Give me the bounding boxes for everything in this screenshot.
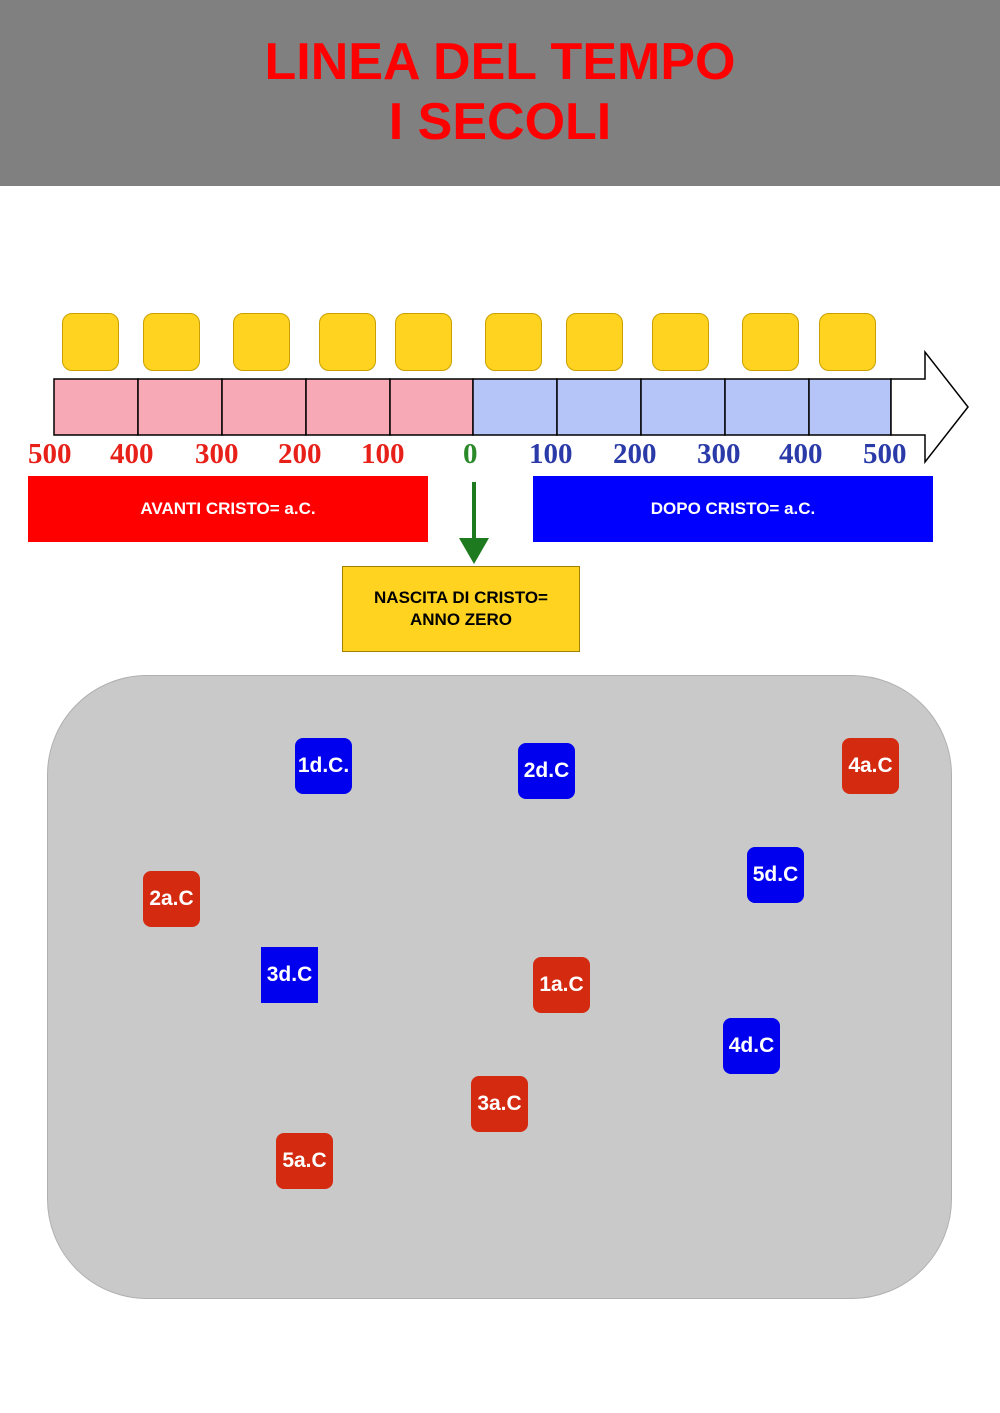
drop-slot-6[interactable]	[485, 313, 542, 371]
card-2dc[interactable]: 2d.C	[518, 743, 575, 799]
card-1dc[interactable]: 1d.C.	[295, 738, 352, 794]
segment-ad-300	[640, 378, 726, 436]
segment-bc-400	[137, 378, 223, 436]
timeline-arrow-head	[890, 349, 969, 465]
card-3ac[interactable]: 3a.C	[471, 1076, 528, 1132]
segment-ad-400	[724, 378, 810, 436]
tick-ad-200: 200	[613, 438, 657, 470]
segment-ad-200	[556, 378, 642, 436]
page-title-line1: LINEA DEL TEMPO	[264, 33, 736, 91]
drop-slot-10[interactable]	[819, 313, 876, 371]
card-2ac[interactable]: 2a.C	[143, 871, 200, 927]
year-zero-pointer-arrow	[459, 482, 489, 564]
era-bc-banner: AVANTI CRISTO= a.C.	[28, 476, 428, 542]
card-4dc[interactable]: 4d.C	[723, 1018, 780, 1074]
segment-bc-100	[389, 378, 474, 436]
tick-ad-100: 100	[529, 438, 573, 470]
card-pool	[47, 675, 952, 1299]
segment-bc-500	[53, 378, 139, 436]
card-4ac[interactable]: 4a.C	[842, 738, 899, 794]
card-3dc[interactable]: 3d.C	[261, 947, 318, 1003]
timeline-bc-segments	[53, 378, 474, 436]
drop-slot-3[interactable]	[233, 313, 290, 371]
drop-slot-4[interactable]	[319, 313, 376, 371]
tick-bc-300: 300	[195, 438, 239, 470]
birth-line2: ANNO ZERO	[410, 610, 512, 629]
era-ad-label: DOPO CRISTO= a.C.	[650, 499, 816, 518]
drop-slot-5[interactable]	[395, 313, 452, 371]
timeline-bar	[53, 349, 969, 465]
drop-slot-2[interactable]	[143, 313, 200, 371]
segment-ad-100	[472, 378, 558, 436]
card-1ac[interactable]: 1a.C	[533, 957, 590, 1013]
header-banner: LINEA DEL TEMPO I SECOLI	[0, 0, 1000, 186]
birth-line1: NASCITA DI CRISTO=	[374, 588, 548, 607]
tick-ad-300: 300	[697, 438, 741, 470]
drop-slot-7[interactable]	[566, 313, 623, 371]
tick-bc-200: 200	[278, 438, 322, 470]
tick-bc-400: 400	[110, 438, 154, 470]
era-bc-label: AVANTI CRISTO= a.C.	[140, 499, 316, 518]
segment-bc-300	[221, 378, 307, 436]
drop-slot-1[interactable]	[62, 313, 119, 371]
era-ad-banner: DOPO CRISTO= a.C.	[533, 476, 933, 542]
drop-slot-8[interactable]	[652, 313, 709, 371]
page-title-line2: I SECOLI	[388, 93, 612, 151]
tick-bc-500: 500	[28, 438, 72, 470]
tick-bc-100: 100	[361, 438, 405, 470]
tick-zero: 0	[463, 438, 478, 470]
timeline-ad-segments	[472, 378, 892, 436]
tick-ad-500: 500	[863, 438, 907, 470]
drop-slot-9[interactable]	[742, 313, 799, 371]
tick-ad-400: 400	[779, 438, 823, 470]
segment-ad-500	[808, 378, 892, 436]
segment-bc-200	[305, 378, 391, 436]
card-5dc[interactable]: 5d.C	[747, 847, 804, 903]
birth-of-christ-box: NASCITA DI CRISTO= ANNO ZERO	[342, 566, 580, 652]
card-5ac[interactable]: 5a.C	[276, 1133, 333, 1189]
